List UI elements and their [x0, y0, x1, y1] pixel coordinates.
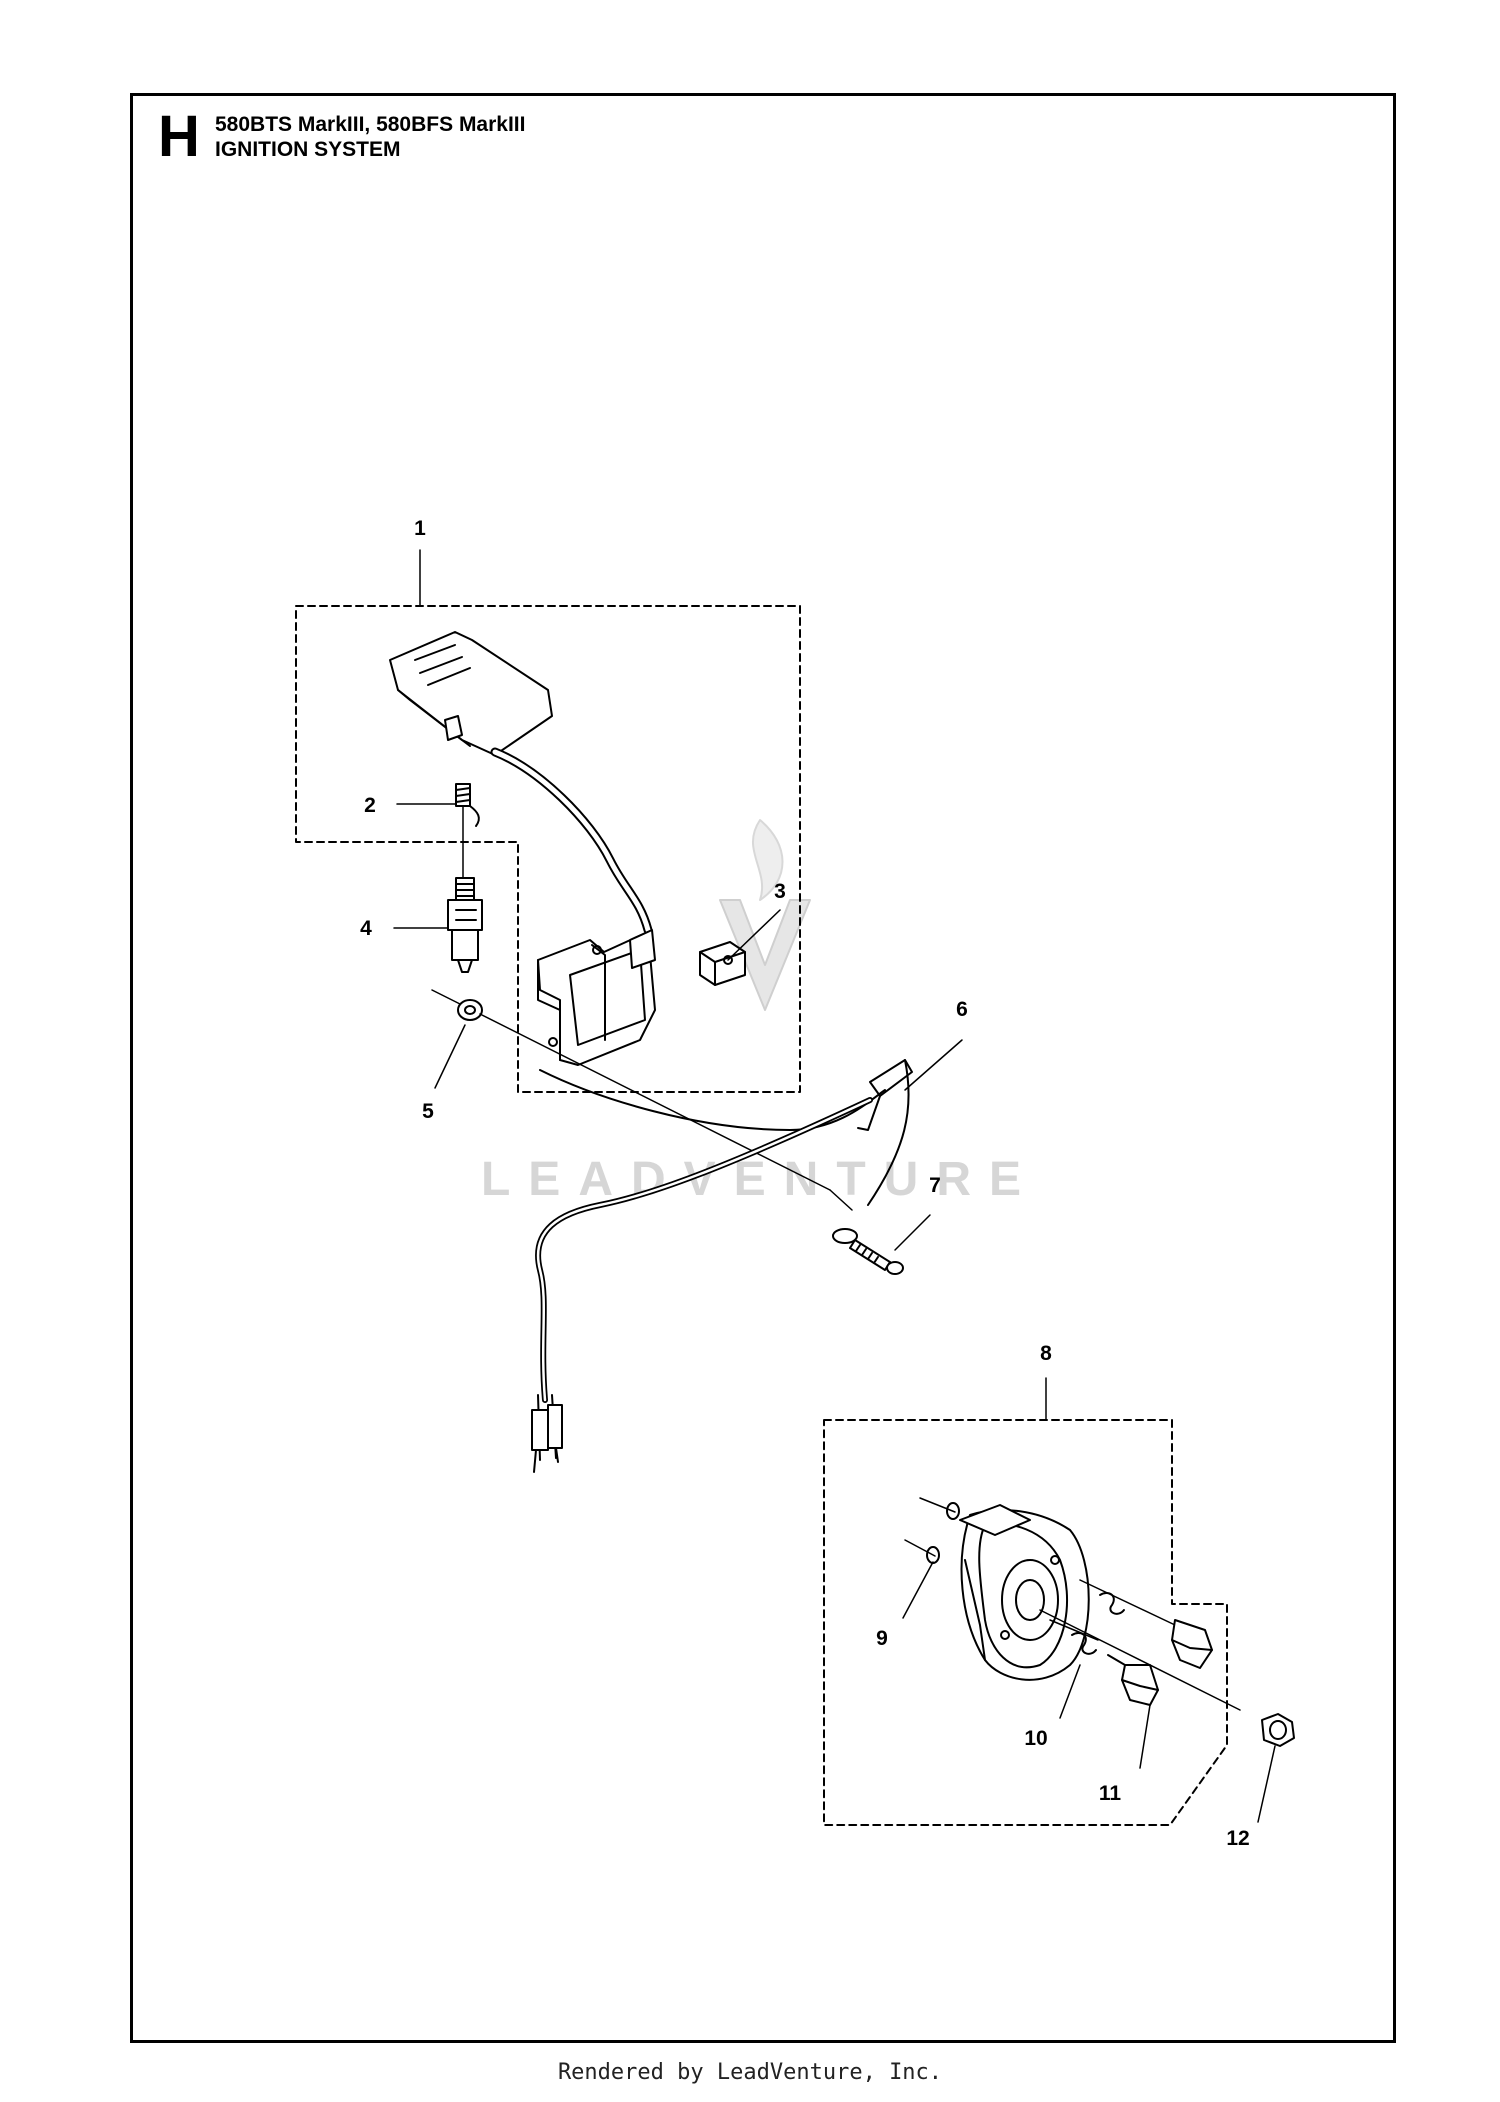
- footer-credit: Rendered by LeadVenture, Inc.: [557, 2060, 943, 2085]
- pawl-spring-lower: [1071, 1632, 1097, 1655]
- callout-6: 6: [956, 998, 968, 1021]
- spring-clip: [455, 783, 480, 827]
- spark-plug: [447, 877, 483, 973]
- ht-lead: [490, 747, 653, 935]
- section-letter: H: [158, 104, 200, 169]
- flywheel: [959, 1504, 1090, 1681]
- pawl-spring-upper: [1099, 1592, 1125, 1615]
- leader-lines: [393, 549, 1276, 1823]
- callout-12: 12: [1226, 1827, 1249, 1850]
- cable-screw: [832, 1228, 904, 1275]
- watermark-text: LEADVENTURE: [481, 1153, 1039, 1206]
- callout-3: 3: [774, 880, 786, 903]
- ignition-coil-group-box: [295, 605, 801, 1093]
- ignition-module: [537, 929, 656, 1066]
- callout-8: 8: [1040, 1342, 1052, 1365]
- flywheel-nut: [1261, 1713, 1295, 1747]
- flywheel-group-box: [823, 1419, 1228, 1826]
- callout-9: 9: [876, 1627, 888, 1650]
- rubber-block: [699, 941, 746, 986]
- callout-5: 5: [422, 1100, 434, 1123]
- watermark: LEADVENTURE: [481, 819, 1039, 1206]
- callout-10: 10: [1024, 1727, 1047, 1750]
- page-title: 580BTS MarkIII, 580BFS MarkIII IGNITION …: [215, 112, 525, 162]
- page-frame: [130, 93, 1396, 2043]
- callout-2: 2: [364, 794, 376, 817]
- circlip-upper: [946, 1502, 960, 1520]
- short-circuit-cable: [531, 1059, 913, 1473]
- starter-pawl-lower: [1107, 1654, 1159, 1706]
- callout-numbers: 1 2 3 4 5 6 7 8 9 10 11 12: [360, 517, 1250, 1850]
- callout-11: 11: [1099, 1782, 1122, 1805]
- starter-pawl-upper: [1171, 1619, 1213, 1669]
- system-title: IGNITION SYSTEM: [215, 138, 401, 161]
- callout-1: 1: [414, 517, 426, 540]
- spark-plug-cap: [389, 631, 553, 756]
- callout-4: 4: [360, 917, 372, 940]
- spacer-sleeve: [457, 999, 483, 1021]
- callout-7: 7: [929, 1174, 941, 1197]
- model-names: 580BTS MarkIII, 580BFS MarkIII: [215, 113, 526, 136]
